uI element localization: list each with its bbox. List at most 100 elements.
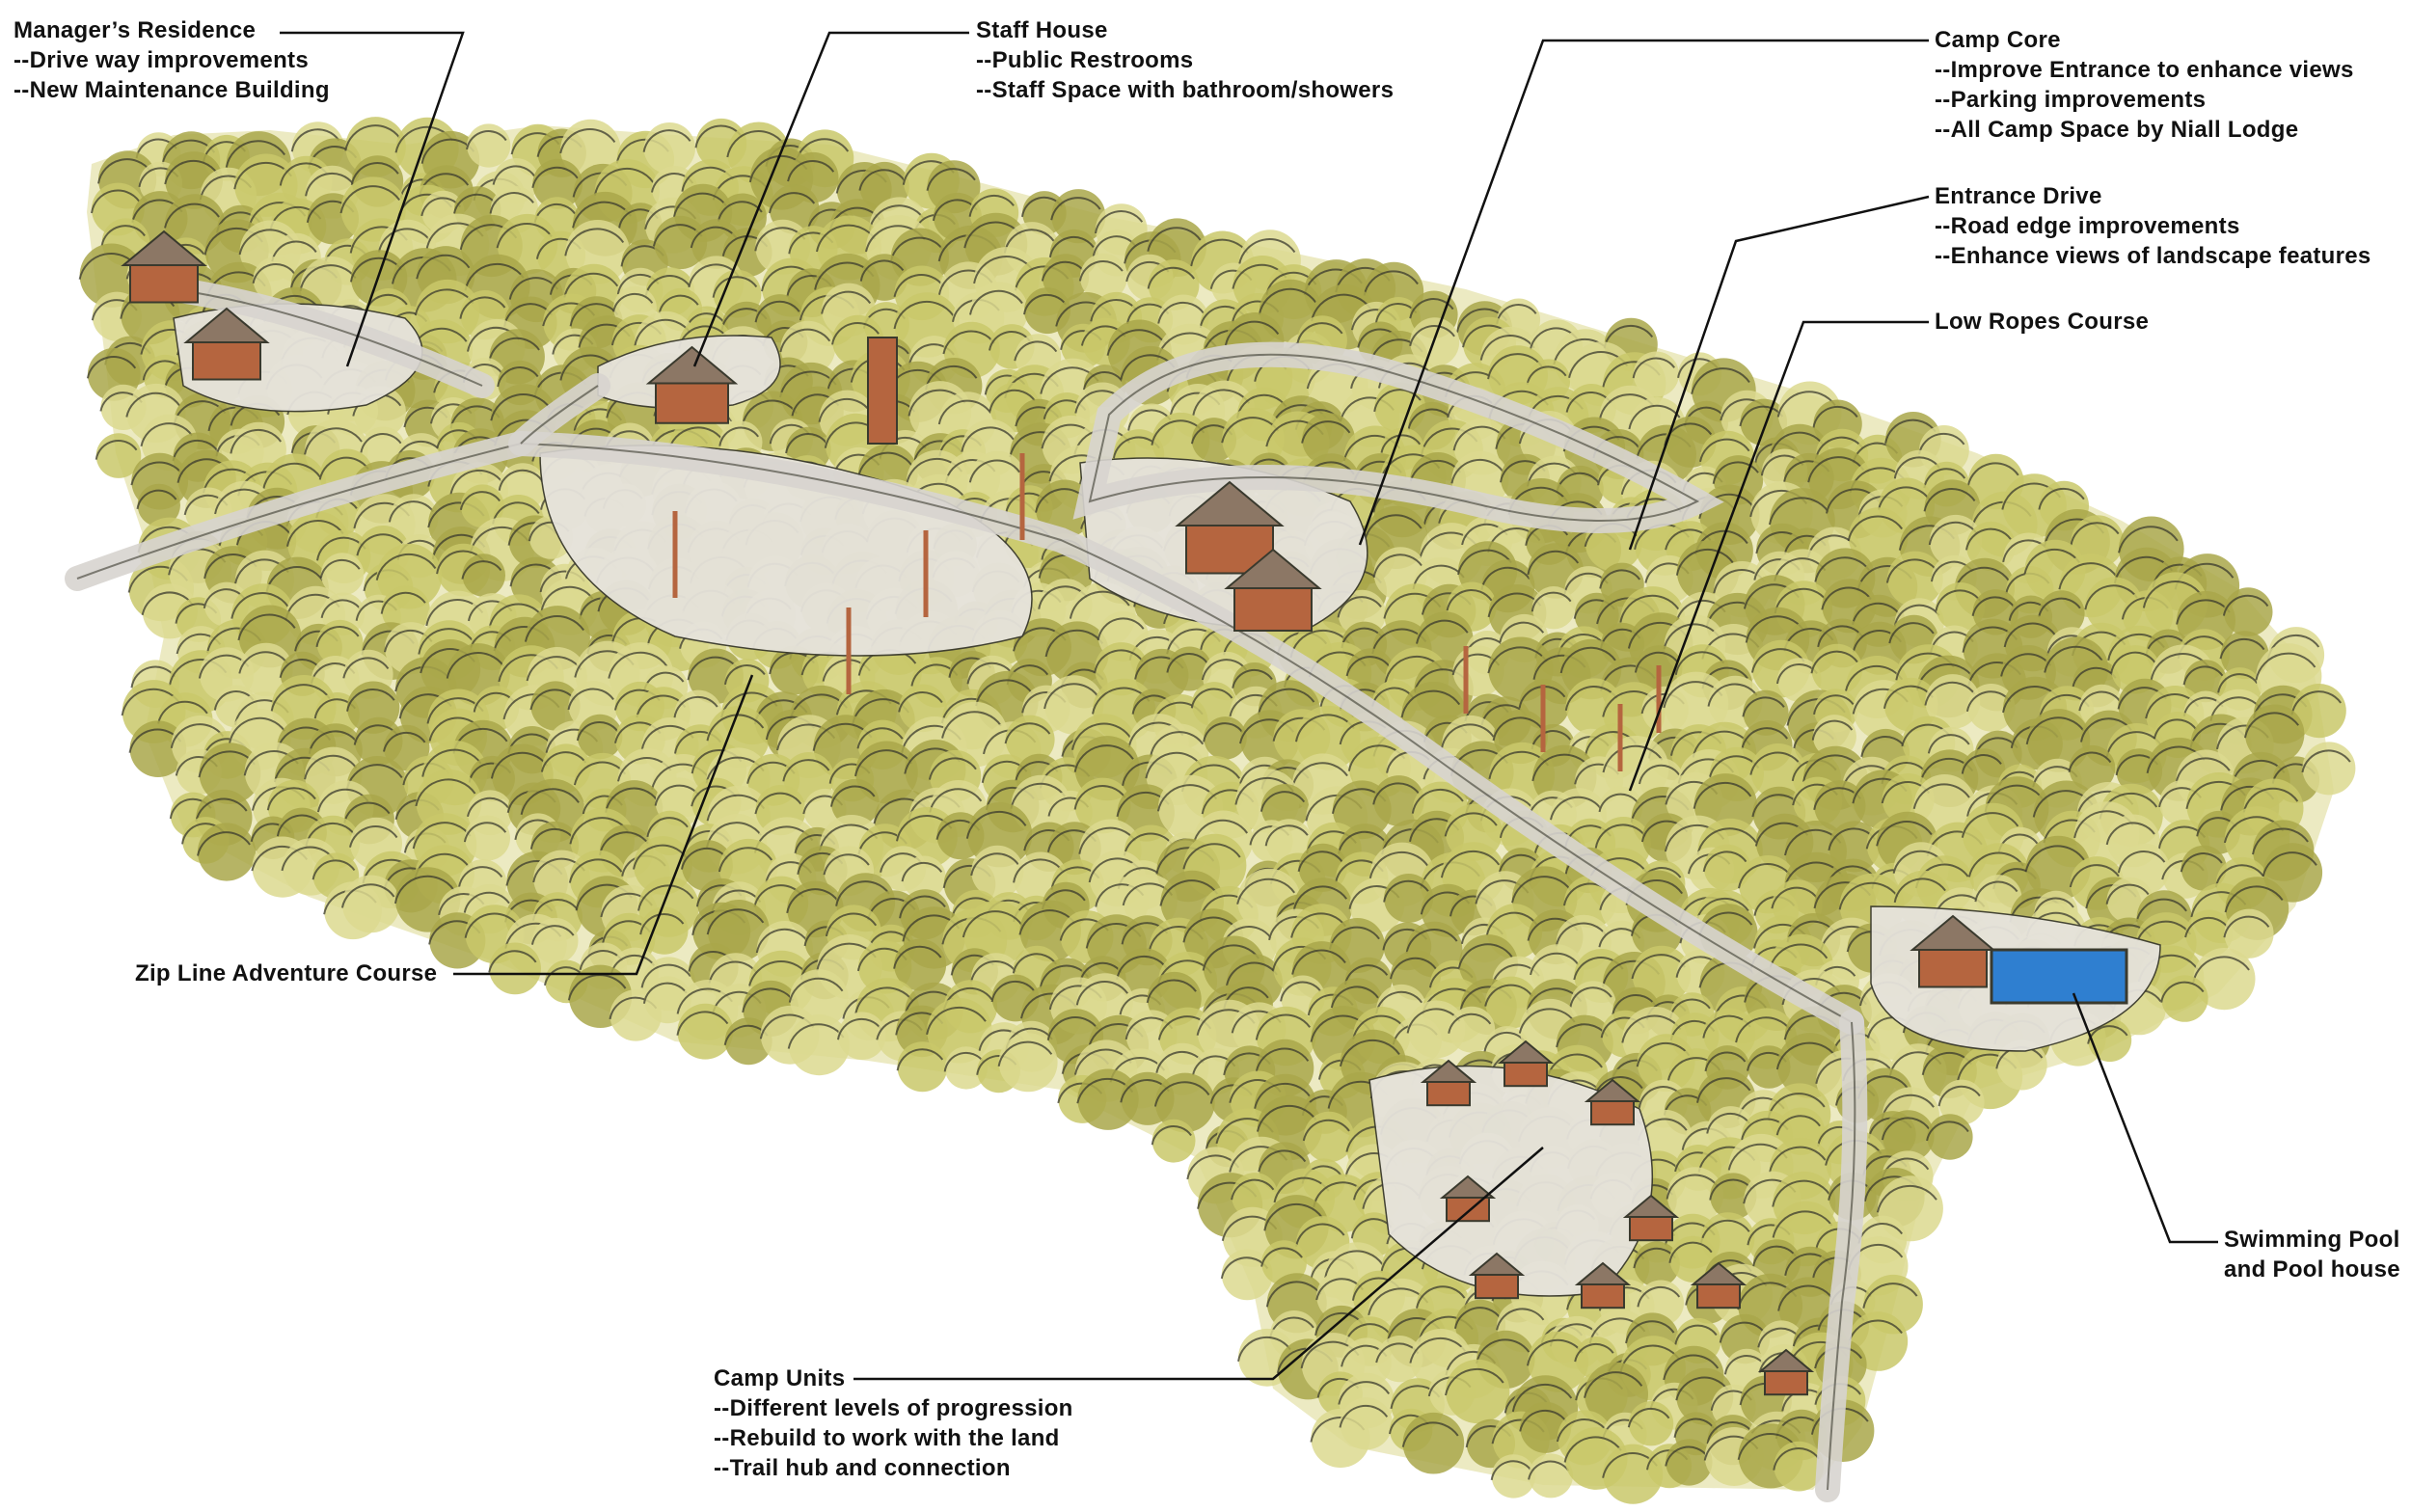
tree-outline [265,566,324,593]
tree-outline [568,858,623,883]
tree-outline [1295,1223,1345,1247]
tree-outline [2301,749,2351,773]
tree-outline [279,659,321,679]
leader-swimming-pool [2072,992,2218,1244]
tree-outline [346,688,395,712]
tree-outline [1810,650,1858,674]
tree-outline [1260,791,1306,812]
tree-outline [1043,683,1099,710]
tree-outline [1280,981,1322,1002]
tree-outline [687,656,740,681]
tree-outline [488,950,537,973]
tree-outline [1457,549,1512,576]
tree-outline [787,159,835,182]
camp-unit-cabin-9 [1757,1348,1815,1396]
tree-outline [569,817,630,845]
tree-outline [95,440,138,460]
tree-outline [1339,1039,1400,1067]
tree-outline [1238,238,1296,265]
tree-outline [718,847,773,873]
tree-outline [1383,879,1429,903]
tree-outline [1935,589,1981,611]
tree-crown [381,585,430,634]
tree-outline [1700,1219,1750,1244]
tree-outline [1742,696,1785,717]
tree-outline [929,788,983,813]
tree-outline [1704,1051,1747,1072]
tree-outline [1073,744,1134,772]
tree-outline [1255,1047,1310,1072]
tree-outline [961,426,1015,452]
tree-outline [1416,619,1469,644]
tree-crown [199,742,261,804]
tree-outline [1123,832,1174,856]
pool-house [1910,914,1996,988]
pool-house-roof [1910,914,1996,951]
tree-outline [835,880,890,906]
tree-crown [1938,1079,1985,1125]
managers-residence-item-1: --Drive way improvements [14,47,309,73]
camp-unit-cabin-8-wall [1696,1281,1741,1310]
tree-outline [854,749,913,777]
tree-outline [1775,1115,1821,1136]
road-main-west-edge [76,442,1853,1023]
tree-outline [1343,964,1389,986]
tree-outline [170,723,225,748]
tree-outline [634,318,691,346]
tree-outline [1847,515,1904,542]
tree-outline [1531,753,1591,782]
tree-outline [1499,621,1545,643]
tree-outline [290,128,340,152]
tree-outline [573,761,627,786]
camp-units-item-1: --Different levels of progression [714,1395,1073,1421]
tree-outline [1556,1023,1609,1048]
tree-outline [890,236,944,261]
tree-outline [718,426,760,446]
tree-crown [643,122,695,175]
tree-outline [637,884,694,911]
tree-outline [1852,602,1901,626]
tree-outline [768,192,816,214]
tree-outline [1665,1445,1709,1467]
tree-outline [2255,652,2316,681]
tree-outline [823,853,870,876]
tree-outline [989,389,1036,412]
tree-outline [1769,943,1829,970]
tree-outline [304,427,363,455]
tree-outline [1078,260,1124,282]
tree-outline [1639,764,1680,785]
tree-outline [100,225,146,247]
low-ropes-title: Low Ropes Course [1935,309,2150,335]
staff-house-building [645,345,739,424]
tree-outline [1202,944,1260,971]
tree-crown [927,998,992,1064]
tree-outline [2223,915,2270,938]
tree-outline [1292,885,1348,911]
tree-crown [1777,658,1822,702]
tree-outline [86,356,137,379]
tree-outline [164,202,220,229]
managers-house-wall [129,260,199,304]
tree-outline [1409,459,1462,485]
tree-outline [1663,1354,1720,1381]
tree-outline [1741,727,1789,750]
camp-units-item-2: --Rebuild to work with the land [714,1425,1060,1451]
tree-outline [859,259,905,282]
tree-outline [1401,1421,1459,1447]
tree-crown [1774,1441,1825,1492]
tree-outline [968,194,1015,217]
tree-crown [389,494,439,543]
tree-outline [1771,886,1819,909]
tree-outline [1075,981,1129,1006]
tree-outline [973,256,1034,284]
tree-outline [1673,1418,1715,1438]
tree-outline [893,945,942,969]
maintenance-building [183,307,270,381]
tree-outline [496,223,553,249]
tree-crown [1585,1362,1648,1426]
tree-outline [305,172,355,197]
staff-house-building-roof [645,345,739,385]
tree-outline [1838,881,1899,910]
tree-crown [677,1003,734,1060]
camp-unit-cabin-1-wall [1426,1078,1471,1107]
